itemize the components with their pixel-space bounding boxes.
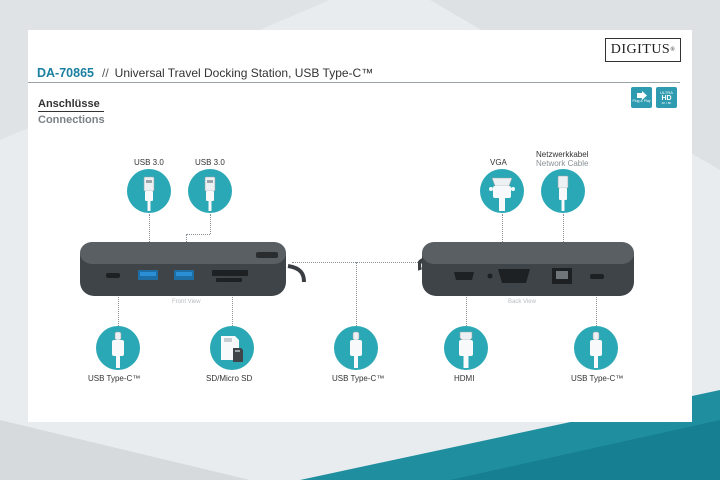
brand-logo-text: DIGITUS: [610, 42, 671, 57]
connector-line: [186, 234, 210, 235]
back-view-label: Back View: [508, 299, 536, 305]
port-sublabel-network: Network Cable: [536, 159, 589, 168]
connector-line: [292, 262, 422, 263]
header-rule: [28, 82, 680, 83]
usb-c-icon: [574, 326, 618, 370]
dock-back-view: [418, 242, 634, 296]
usb-c-icon: [96, 326, 140, 370]
usb-a-icon: [188, 169, 232, 213]
ultra-hd-mid: HD: [661, 94, 672, 102]
ultra-hd-icon: ULTRA HD 4K / 8K: [656, 87, 677, 108]
section-underline: [38, 111, 104, 112]
connector-line: [466, 288, 467, 326]
ethernet-icon: [541, 169, 585, 213]
port-label-sd: SD/Micro SD: [206, 374, 253, 383]
port-label-network: Netzwerkkabel: [536, 150, 589, 159]
sd-card-icon: [210, 326, 254, 370]
port-label-hdmi: HDMI: [454, 374, 475, 383]
connector-line: [596, 284, 597, 326]
product-title: Universal Travel Docking Station, USB Ty…: [114, 66, 374, 80]
dock-front-view: [80, 242, 306, 296]
connector-line: [232, 290, 233, 326]
connector-line: [210, 214, 211, 234]
connector-line: [118, 284, 119, 326]
plug-and-play-icon: Plug & Play: [631, 87, 652, 108]
usb-a-icon: [127, 169, 171, 213]
brand-logo-mark: ®: [670, 47, 676, 53]
title-separator: //: [101, 66, 109, 80]
plug-and-play-text: Plug & Play: [632, 99, 651, 104]
vga-icon: [480, 169, 524, 213]
ultra-hd-top: ULTRA: [660, 89, 673, 95]
port-label-usb-c-pd: USB Type-C™: [332, 374, 385, 383]
port-label-usb3-2: USB 3.0: [195, 158, 225, 167]
brand-logo: DIGITUS®: [605, 38, 681, 62]
connector-line: [356, 262, 357, 326]
product-code: DA-70865: [37, 66, 94, 80]
product-title-row: DA-70865 // Universal Travel Docking Stati…: [37, 66, 373, 80]
ultra-hd-bot: 4K / 8K: [661, 100, 672, 105]
usb-c-icon: [334, 326, 378, 370]
port-label-usb-c-back: USB Type-C™: [571, 374, 624, 383]
section-subtitle: Connections: [38, 114, 105, 126]
section-title: Anschlüsse: [38, 98, 100, 110]
front-view-label: Front View: [172, 299, 201, 305]
hdmi-icon: [444, 326, 488, 370]
port-label-usb3-1: USB 3.0: [134, 158, 164, 167]
port-label-vga: VGA: [490, 158, 507, 167]
port-label-usb-c-front: USB Type-C™: [88, 374, 141, 383]
